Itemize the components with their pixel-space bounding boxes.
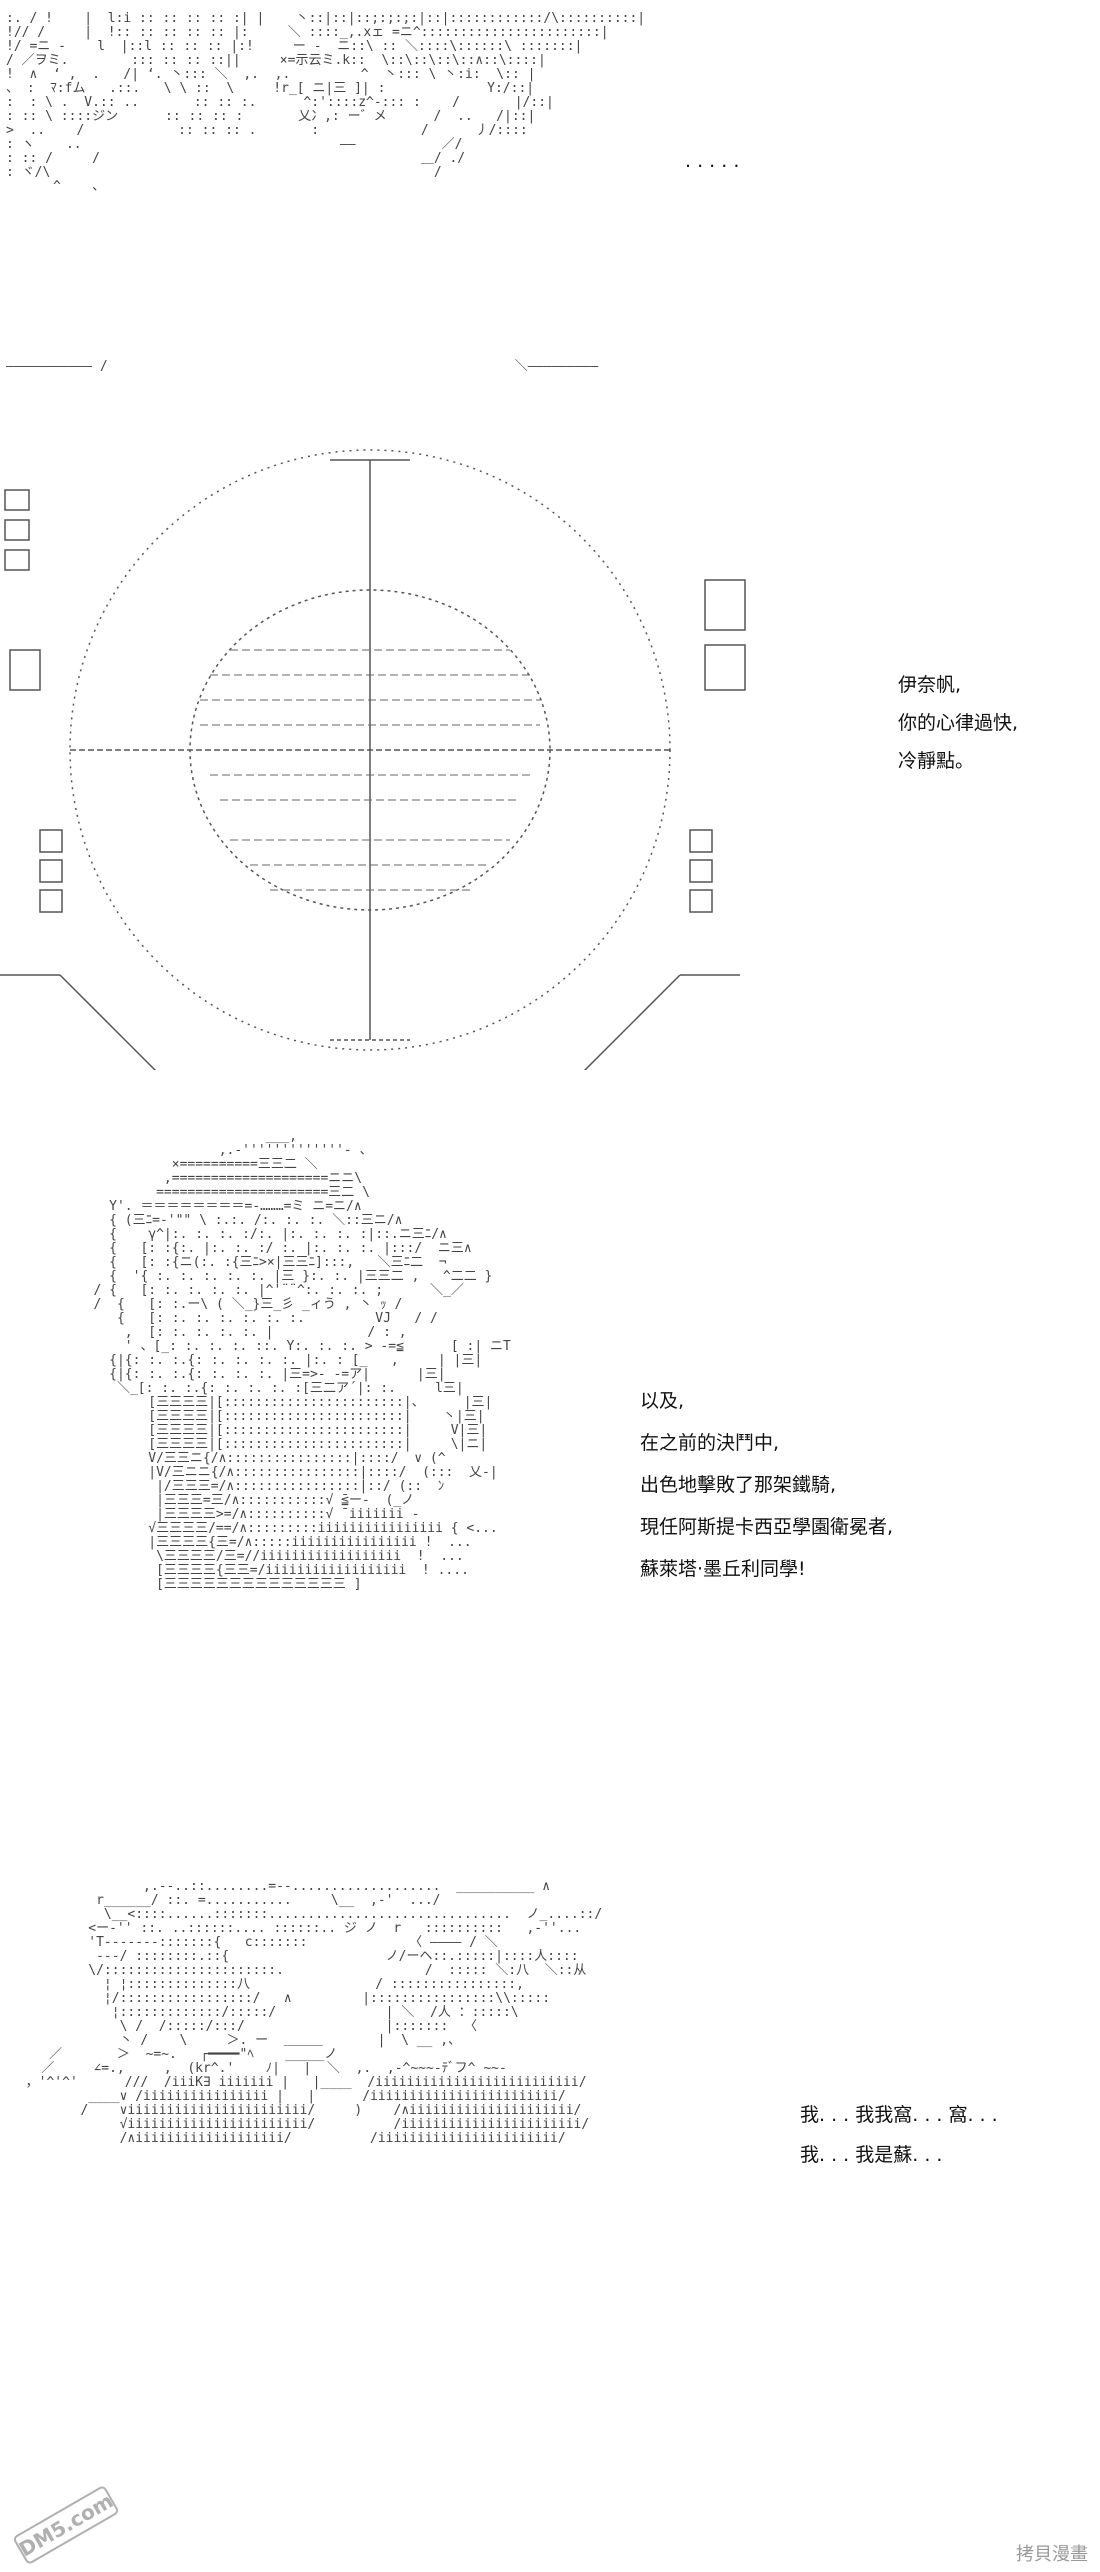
- ascii-art-character-portrait: ___, ,.-'''''''''''''- 、 ×==========三三二 …: [93, 1129, 511, 1592]
- dialog-line: 你的心律過快,: [898, 712, 1019, 734]
- dialog-box-4: 我. . . 我我窩. . . 窩. . . 我. . . 我是蘇. . .: [800, 2095, 998, 2175]
- svg-text:DM5.com: DM5.com: [15, 2488, 117, 2561]
- ascii-art-face-frame: ——————————— / ＼—————————: [6, 359, 599, 374]
- dialog-line: . . . . .: [685, 150, 740, 172]
- scope-reticle: [0, 449, 746, 1070]
- panel-2: 伊奈帆, 你的心律過快, 冷靜點。: [0, 430, 1100, 1080]
- site-watermark: 拷貝漫畫: [1016, 2544, 1088, 2565]
- ascii-art-face-closeup: :. / ! | l:i :: :: :: :: :| | 丶::|::|::;…: [6, 11, 646, 194]
- ascii-art-character-flustered: ,.--..::........=--................... _…: [25, 1879, 603, 2146]
- dialog-line: 出色地擊敗了那架鐵騎,: [640, 1474, 837, 1496]
- dialog-line: 在之前的決鬥中,: [640, 1432, 780, 1454]
- panel-3: ___, ,.-'''''''''''''- 、 ×==========三三二 …: [0, 1130, 1100, 1870]
- dialog-line: 伊奈帆,: [898, 674, 962, 696]
- dialog-line: 現任阿斯提卡西亞學園衛冕者,: [640, 1516, 894, 1538]
- dialog-box-2: 伊奈帆, 你的心律過快, 冷靜點。: [898, 666, 1018, 780]
- dialog-line: 蘇萊塔·墨丘利同學!: [640, 1558, 806, 1580]
- dm5-logo-watermark: DM5.com: [13, 2486, 119, 2564]
- dialog-line: 我. . . 我我窩. . . 窩. . .: [800, 2104, 998, 2126]
- dialog-line: 我. . . 我是蘇. . .: [800, 2144, 943, 2166]
- dialog-line: 冷靜點。: [898, 750, 975, 772]
- panel-4: ,.--..::........=--................... _…: [0, 1880, 1100, 2572]
- panel-1: :. / ! | l:i :: :: :: :: :| | 丶::|::|::;…: [0, 0, 1100, 420]
- dialog-line: 以及,: [640, 1390, 685, 1412]
- dialog-box-3: 以及, 在之前的決鬥中, 出色地擊敗了那架鐵騎, 現任阿斯提卡西亞學園衛冕者, …: [640, 1380, 893, 1590]
- dialog-box-1: . . . . .: [685, 150, 739, 172]
